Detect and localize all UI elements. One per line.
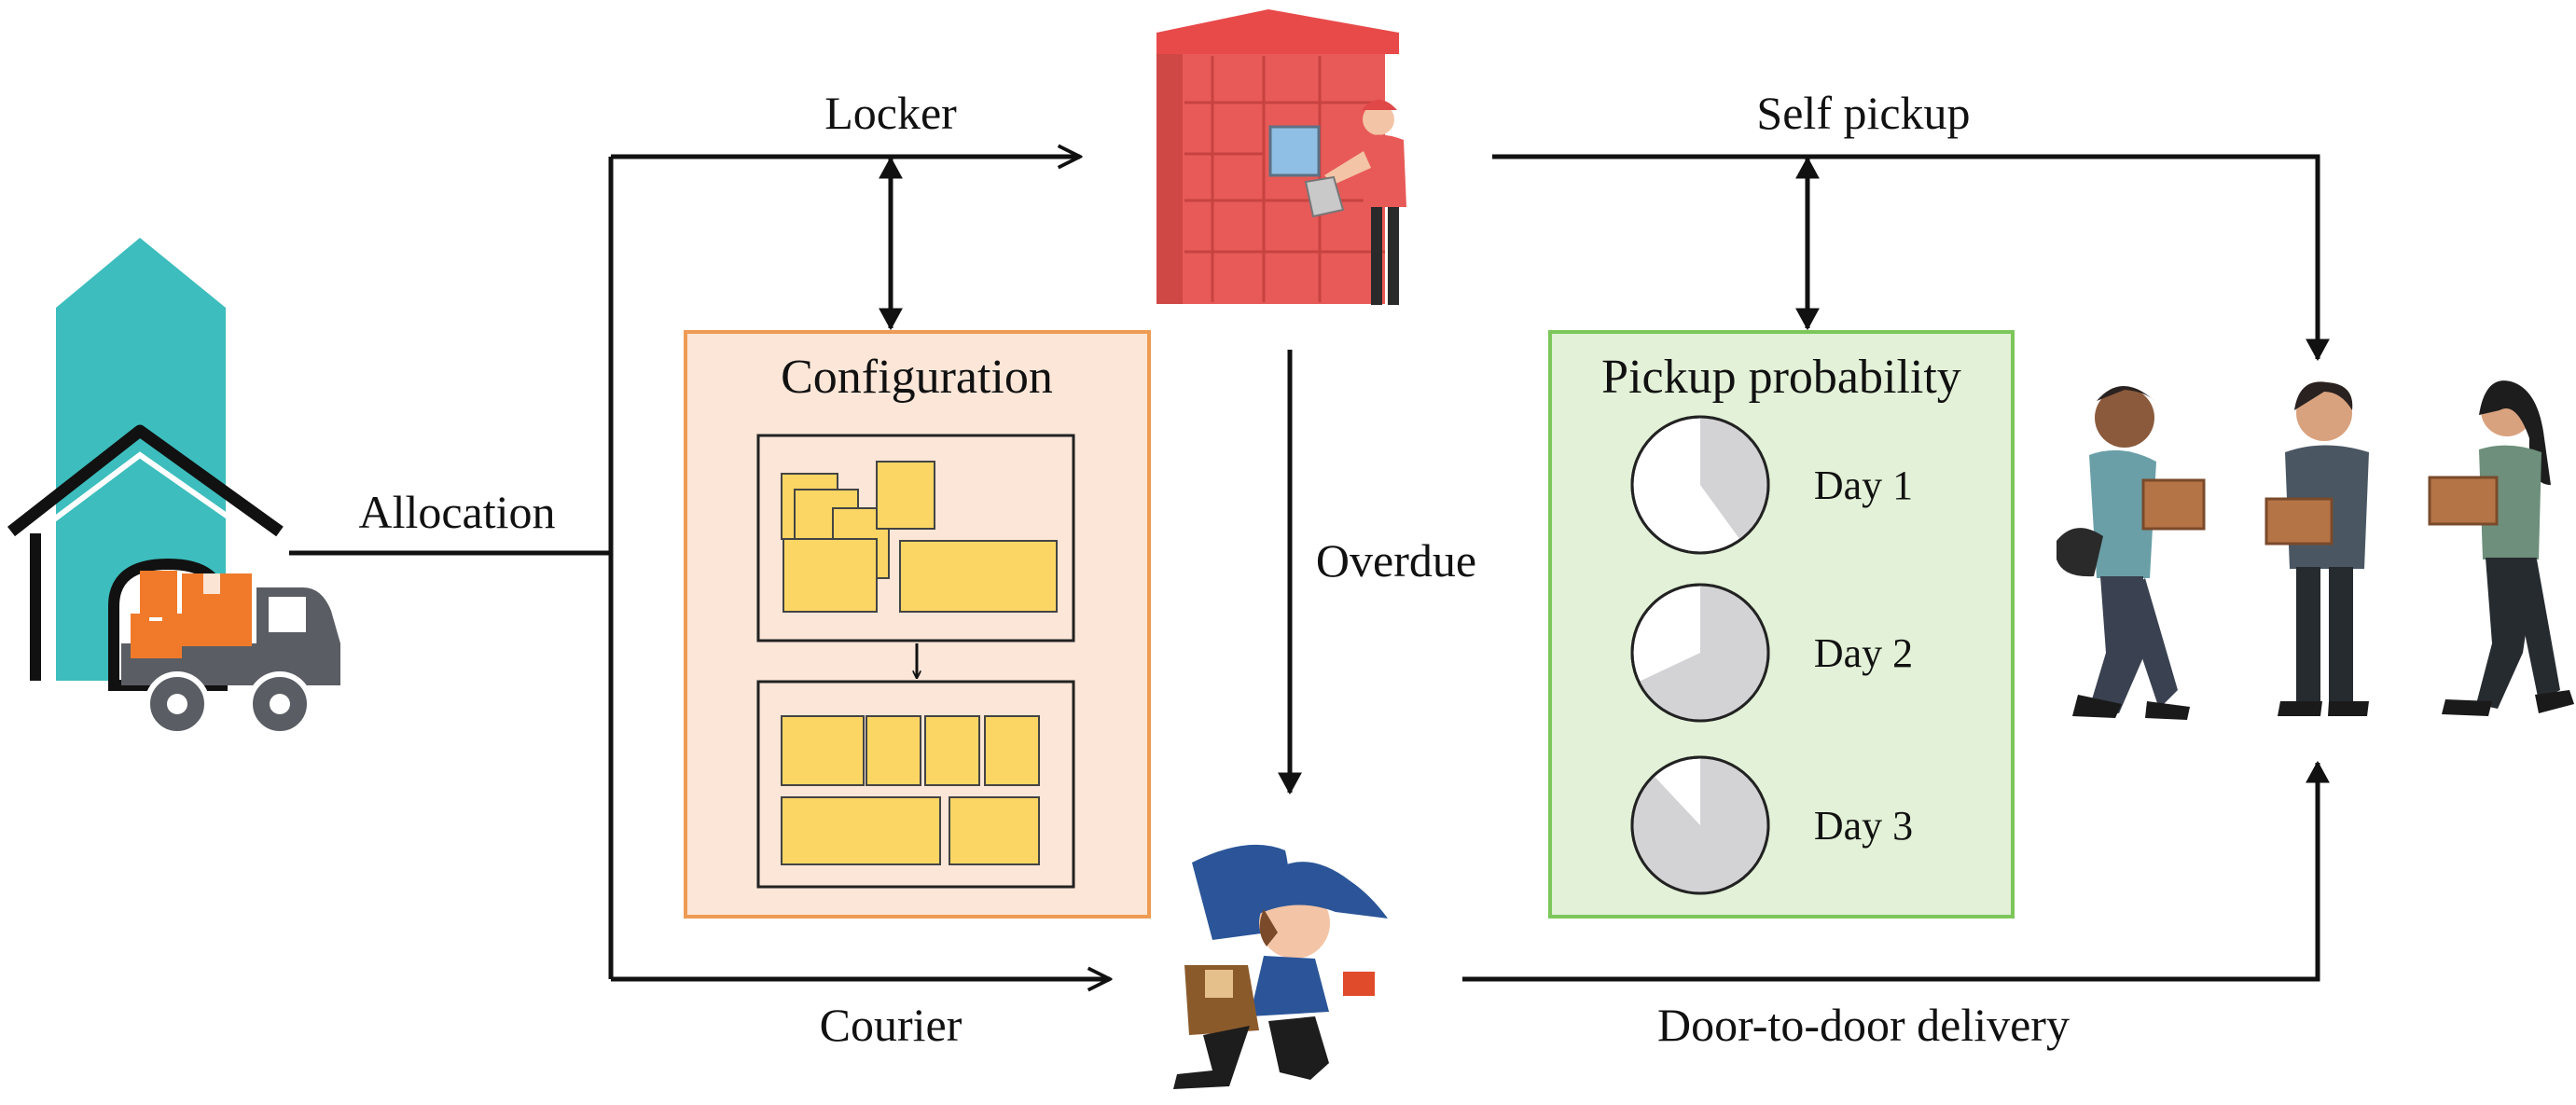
door-to-door-label: Door-to-door delivery xyxy=(1657,999,2070,1051)
parcel-locker-icon xyxy=(1156,9,1406,305)
day-3-pie: Day 3 xyxy=(1630,755,1913,895)
delivery-truck-icon xyxy=(121,571,340,737)
configuration-panel: Configuration xyxy=(684,330,1151,919)
pie-outline xyxy=(1630,755,1770,895)
day-2-pie: Day 2 xyxy=(1630,583,1913,723)
day-label: Day 3 xyxy=(1814,803,1913,849)
final-layout-compartments xyxy=(781,715,1040,865)
customers-with-parcels-icon xyxy=(2057,380,2574,720)
customer-2 xyxy=(2264,381,2369,716)
pie-outline xyxy=(1630,415,1770,555)
day-label: Day 1 xyxy=(1814,463,1913,508)
pie-slice xyxy=(1632,757,1769,894)
day-pie-charts: Day 1 Day 2 Day 3 xyxy=(1630,415,1913,895)
courier-label: Courier xyxy=(820,999,963,1051)
locker-label: Locker xyxy=(824,87,957,139)
door-to-door-arrow xyxy=(1462,760,2330,982)
day-1-pie: Day 1 xyxy=(1630,415,1913,555)
flow-lines xyxy=(289,154,2330,982)
day-label: Day 2 xyxy=(1814,630,1913,676)
self-pickup-label: Self pickup xyxy=(1756,87,1970,139)
courier-icon xyxy=(1173,844,1388,1089)
self-pickup-arrow xyxy=(1492,154,2330,362)
pie-slice xyxy=(1700,417,1769,541)
configuration-title: Configuration xyxy=(781,351,1053,404)
customer-3 xyxy=(2428,380,2574,716)
overdue-label: Overdue xyxy=(1316,534,1476,587)
pie-outline xyxy=(1630,583,1770,723)
pickup-probability-title: Pickup probability xyxy=(1601,351,1961,404)
pickup-probability-panel: Pickup probability Day 1 Day 2 Day 3 xyxy=(1548,330,2015,919)
customer-1 xyxy=(2057,386,2206,720)
initial-layout-compartments xyxy=(781,461,1058,613)
pie-slice xyxy=(1638,585,1768,721)
allocation-label: Allocation xyxy=(358,486,555,538)
